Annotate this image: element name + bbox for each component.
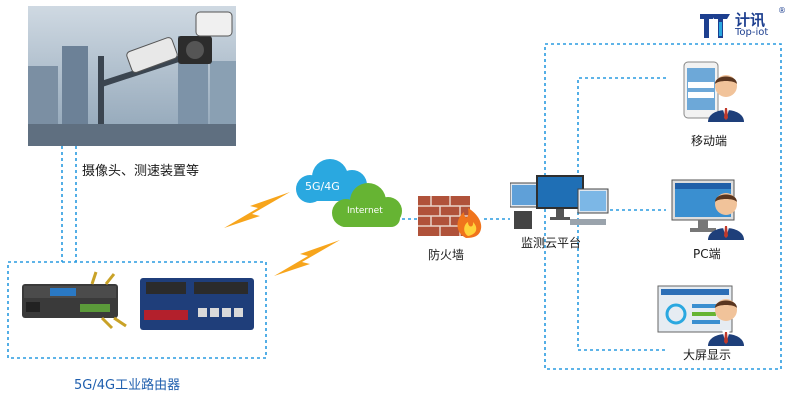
camera-image	[28, 6, 236, 146]
router-device-1	[22, 271, 127, 330]
platform-label: 监测云平台	[521, 236, 582, 250]
user-icon-pc	[708, 193, 744, 240]
firewall-icon	[418, 196, 482, 238]
firewall-label: 防火墙	[428, 248, 465, 262]
signal-lightning-icon	[224, 192, 290, 228]
cloud-label-internet: Internet	[347, 206, 383, 216]
brand-registered: ®	[778, 6, 786, 15]
big-screen-icon	[657, 285, 733, 333]
camera-label: 摄像头、测速装置等	[82, 164, 200, 179]
brand-name-en: Top-iot	[735, 27, 769, 38]
cloud-label-5g: 5G/4G	[305, 180, 340, 193]
brand-logo-icon	[700, 14, 730, 38]
cloud-platform-icon	[510, 175, 609, 229]
router-label: 5G/4G工业路由器	[74, 378, 181, 393]
pc-label: PC端	[693, 247, 721, 261]
user-icon-bigscreen	[708, 299, 744, 346]
user-icon	[708, 75, 744, 122]
brand-logo: 计讯 Top-iot ®	[698, 6, 788, 42]
mobile-device-icon	[683, 61, 719, 119]
brand-name-cn: 计讯	[735, 11, 766, 29]
router-device-2	[140, 278, 254, 330]
mobile-label: 移动端	[691, 134, 728, 148]
signal-lightning-icon-2	[274, 240, 340, 276]
network-cloud-icon	[296, 159, 402, 227]
bigscreen-label: 大屏显示	[683, 348, 732, 362]
